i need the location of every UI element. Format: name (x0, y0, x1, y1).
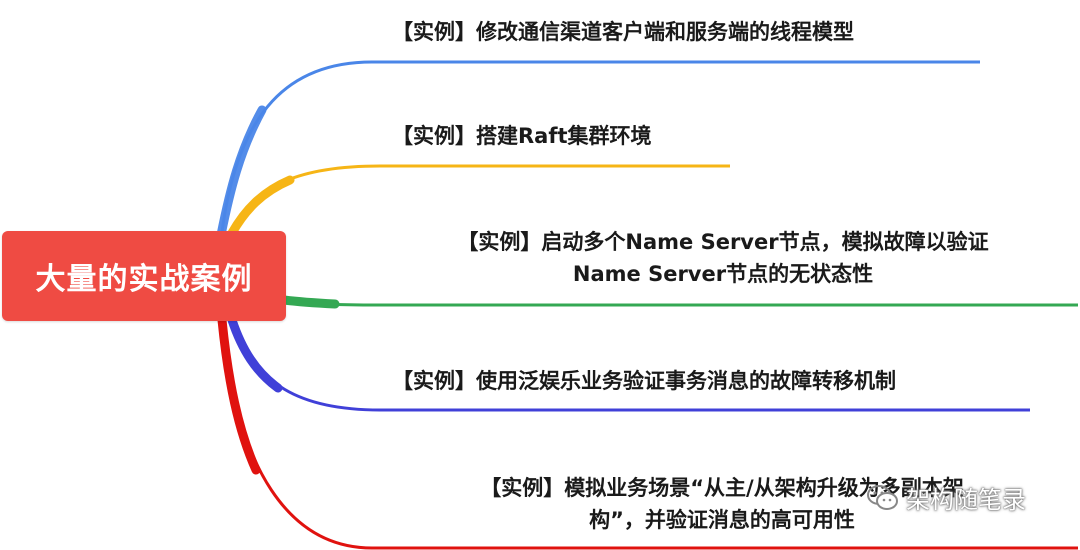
branch-line-3 (281, 298, 1078, 307)
branch-label-1-text: 【实例】修改通信渠道客户端和服务端的线程模型 (392, 20, 854, 44)
wechat-icon (867, 484, 898, 510)
watermark: 架构随笔录 (866, 480, 1026, 515)
branch-root-1 (216, 105, 267, 240)
branch-label-4-text: 【实例】使用泛娱乐业务验证事务消息的故障转移机制 (392, 369, 896, 393)
branch-root-4 (227, 315, 283, 393)
branch-root-3 (279, 295, 340, 309)
branch-line-2 (228, 164, 730, 233)
branch-label-1: 【实例】修改通信渠道客户端和服务端的线程模型 (392, 16, 854, 48)
branch-label-3: 【实例】启动多个Name Server节点，模拟故障以验证 Name Serve… (408, 226, 1038, 290)
watermark-text: 架构随笔录 (906, 486, 1026, 514)
branch-label-3-line2: Name Server节点的无状态性 (572, 262, 874, 286)
root-node: 大量的实战案例 (2, 231, 286, 321)
branch-label-3-line1: 【实例】启动多个Name Server节点，模拟故障以验证 (457, 230, 989, 254)
branch-root-2 (227, 175, 295, 238)
branch-label-2-text: 【实例】搭建Raft集群环境 (392, 124, 652, 148)
branch-label-4: 【实例】使用泛娱乐业务验证事务消息的故障转移机制 (392, 365, 896, 397)
branch-root-5 (217, 315, 261, 475)
branch-label-2: 【实例】搭建Raft集群环境 (392, 120, 652, 152)
branch-label-5-line2: 构”，并验证消息的高可用性 (589, 508, 855, 532)
root-label: 大量的实战案例 (35, 262, 253, 297)
